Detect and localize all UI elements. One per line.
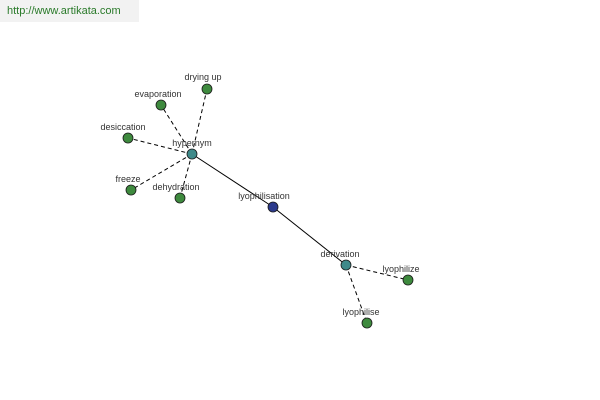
edge-hypernym-evaporation: [160, 104, 193, 155]
node-lyophilise[interactable]: [361, 317, 373, 329]
node-label-lyophilisation[interactable]: lyophilisation: [238, 191, 290, 201]
node-desiccation[interactable]: [122, 132, 134, 144]
node-label-evaporation[interactable]: evaporation: [134, 89, 181, 99]
node-lyophilisation[interactable]: [267, 201, 279, 213]
node-label-drying-up[interactable]: drying up: [184, 72, 221, 82]
node-label-dehydration[interactable]: dehydration: [152, 182, 199, 192]
node-derivation[interactable]: [340, 259, 352, 271]
node-label-desiccation[interactable]: desiccation: [100, 122, 145, 132]
graph-edges: [127, 88, 409, 324]
edge-derivation-lyophilize: [345, 264, 409, 281]
edge-hypernym-desiccation: [127, 137, 193, 155]
node-lyophilize[interactable]: [402, 274, 414, 286]
node-drying-up[interactable]: [201, 83, 213, 95]
node-label-freeze[interactable]: freeze: [115, 174, 140, 184]
edge-lyophilisation-derivation: [272, 206, 347, 266]
graph-labels: lyophilisation hypernym derivation drying u…: [100, 72, 419, 317]
site-url-banner[interactable]: http://www.artikata.com: [0, 0, 139, 22]
edge-derivation-lyophilise: [345, 264, 368, 324]
node-label-lyophilize[interactable]: lyophilize: [382, 264, 419, 274]
edge-hypernym-dehydration: [179, 153, 193, 199]
node-dehydration[interactable]: [174, 192, 186, 204]
edge-lyophilisation-hypernym: [191, 153, 274, 208]
node-label-lyophilise[interactable]: lyophilise: [342, 307, 379, 317]
edge-hypernym-freeze: [130, 153, 193, 191]
node-evaporation[interactable]: [155, 99, 167, 111]
node-label-derivation[interactable]: derivation: [320, 249, 359, 259]
node-label-hypernym[interactable]: hypernym: [172, 138, 212, 148]
node-hypernym[interactable]: [186, 148, 198, 160]
graph-nodes: [122, 83, 414, 329]
node-freeze[interactable]: [125, 184, 137, 196]
